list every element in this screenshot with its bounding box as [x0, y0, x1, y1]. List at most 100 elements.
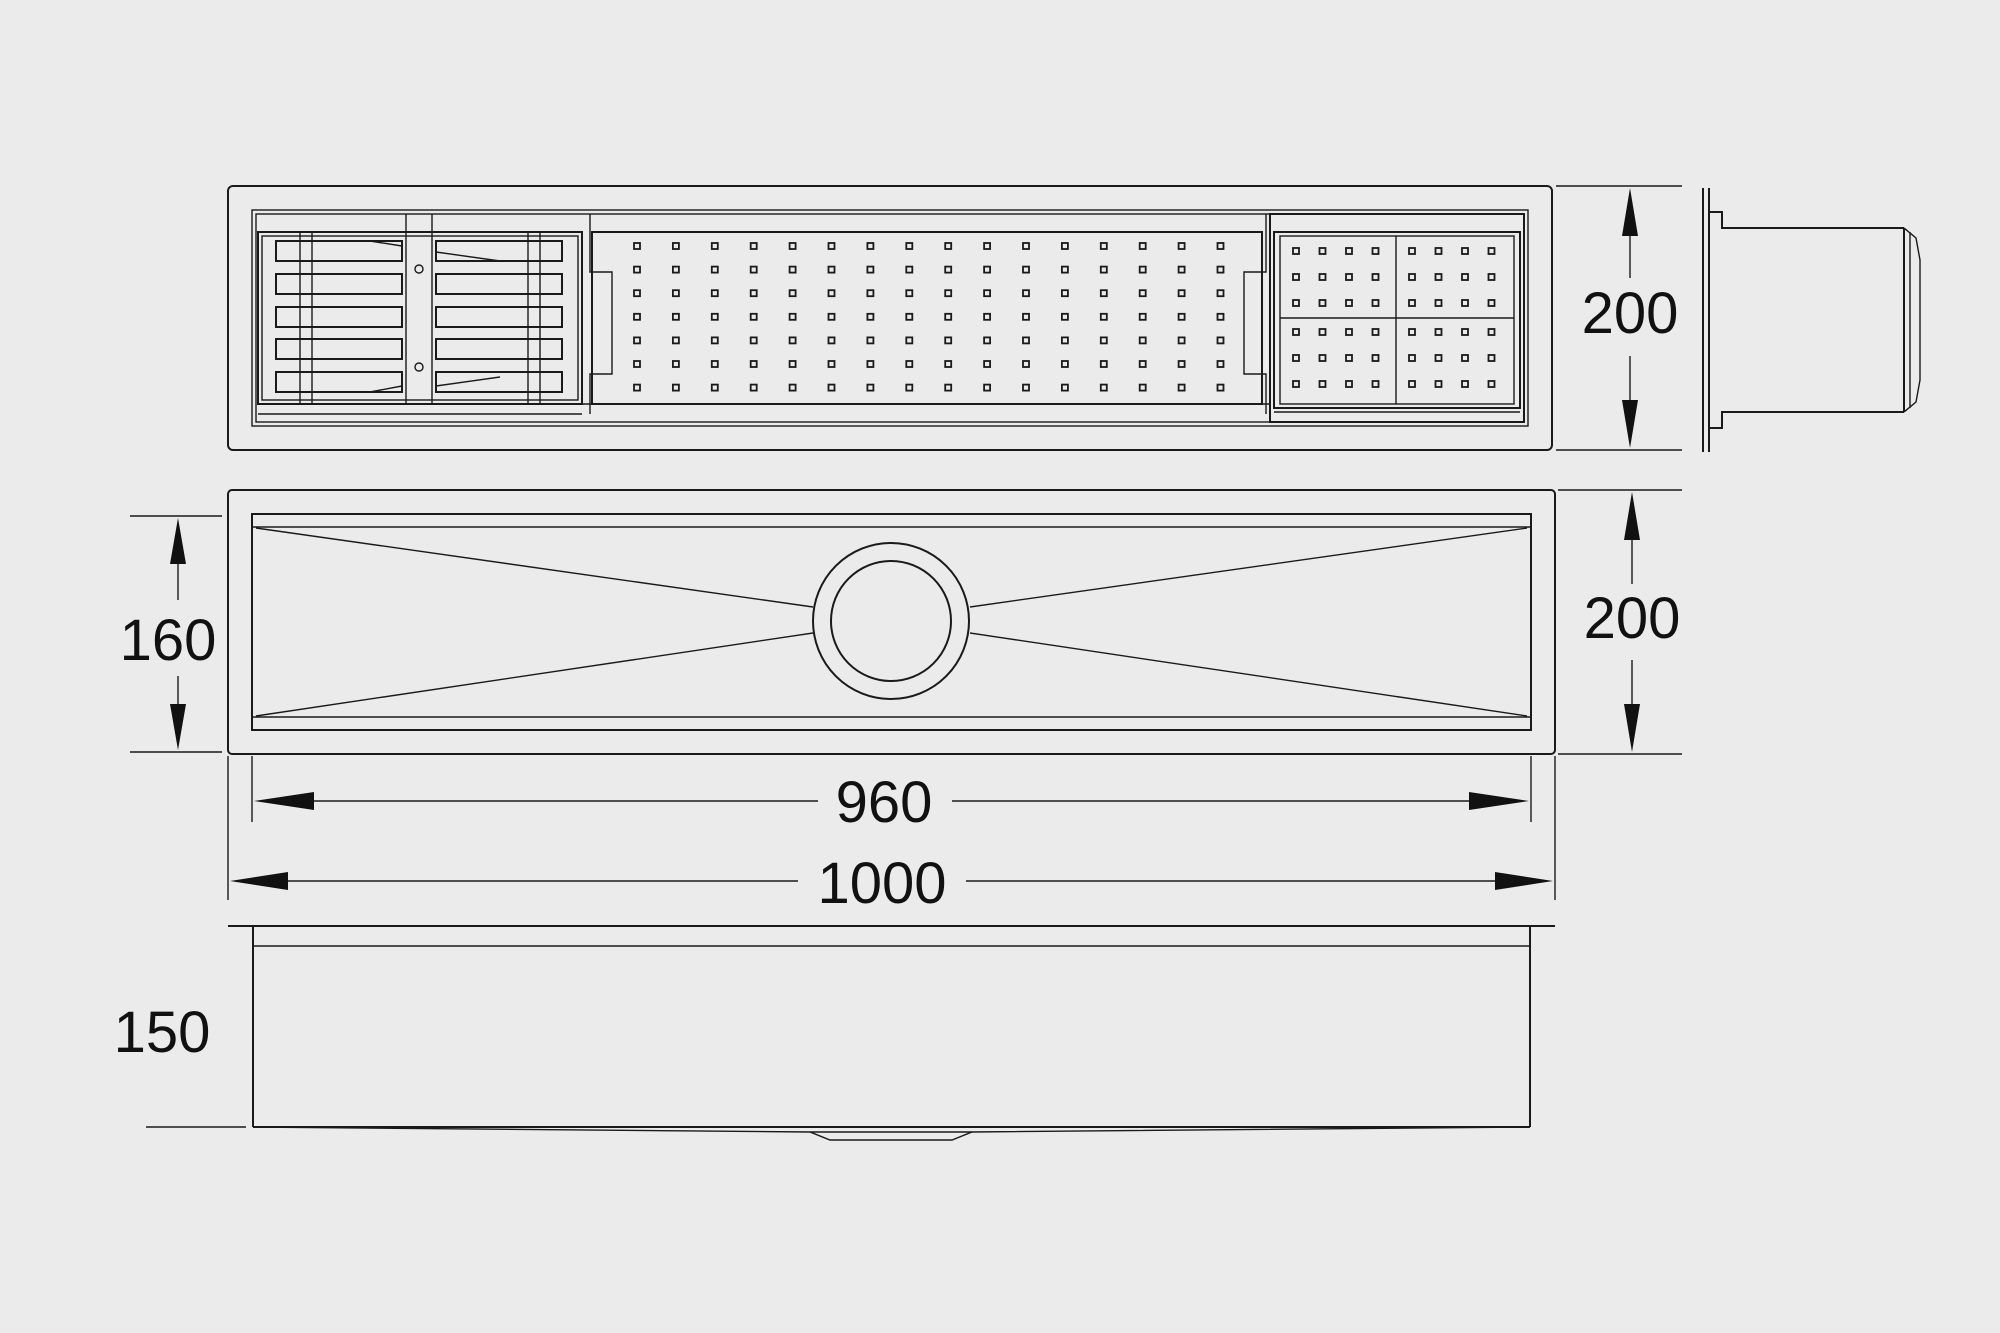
perforation-hole: [1061, 265, 1069, 274]
dimension-top-height: 200: [1556, 185, 1682, 451]
perforation-hole: [633, 336, 641, 345]
perforation-hole: [672, 360, 680, 368]
front-view: 160 200 960: [120, 489, 1682, 916]
perforation-hole: [788, 383, 797, 392]
perforation-hole: [944, 312, 953, 321]
perforation-hole: [672, 289, 680, 298]
perforation-hole: [1461, 354, 1469, 362]
dimension-inner-width: 960: [251, 756, 1532, 835]
perforation-hole: [1487, 354, 1496, 362]
perforation-hole: [1371, 380, 1380, 388]
perforation-hole: [1177, 265, 1186, 274]
perforation-hole: [1099, 289, 1108, 298]
perforation-hole: [1061, 360, 1069, 368]
perforation-hole: [1022, 289, 1030, 298]
perforation-hole: [749, 383, 758, 392]
perforation-hole: [1177, 312, 1186, 321]
top-view: 200: [227, 185, 1921, 452]
perforation-hole: [788, 360, 797, 368]
perforation-hole: [710, 360, 719, 368]
perforation-hole: [1408, 328, 1416, 336]
perforation-hole: [788, 336, 797, 345]
perforation-hole: [944, 242, 953, 250]
perforation-hole: [1461, 299, 1469, 307]
perforation-hole: [749, 336, 758, 345]
perforation-hole: [983, 383, 991, 392]
perforation-hole: [1022, 336, 1030, 345]
grate-slot: [435, 273, 563, 295]
perforation-hole: [1318, 299, 1327, 307]
perforation-hole: [1461, 273, 1469, 281]
grate-slot: [435, 240, 563, 262]
perforation-hole: [1292, 380, 1300, 388]
grate-slot: [435, 338, 563, 360]
perforation-hole: [1371, 328, 1380, 336]
perforation-hole: [827, 312, 836, 321]
perforation-hole: [1408, 354, 1416, 362]
perforation-hole: [672, 242, 680, 250]
perforation-hole: [1461, 380, 1469, 388]
perforation-hole: [1408, 380, 1416, 388]
perforation-hole: [1177, 360, 1186, 368]
perforation-hole: [905, 242, 914, 250]
left-slotted-grate: [257, 214, 583, 415]
perforation-hole: [1061, 312, 1069, 321]
drain-outlet-hole: [830, 560, 952, 682]
perforation-hole: [983, 242, 991, 250]
perforation-hole: [1371, 247, 1380, 255]
perforation-hole: [672, 383, 680, 392]
grate-slot: [275, 306, 403, 328]
perforation-hole: [749, 360, 758, 368]
perforation-hole: [1487, 273, 1496, 281]
perforation-hole: [983, 312, 991, 321]
perforation-hole: [1434, 299, 1443, 307]
perforation-hole: [1434, 380, 1443, 388]
perforation-hole: [1061, 289, 1069, 298]
perforation-hole: [1022, 360, 1030, 368]
perforation-hole: [905, 265, 914, 274]
perforation-hole: [633, 383, 641, 392]
perforation-hole: [827, 383, 836, 392]
perforation-hole: [1177, 336, 1186, 345]
side-view: 150: [114, 925, 1555, 1141]
dimension-total-width: 1000: [227, 756, 1556, 916]
perforation-hole: [1022, 265, 1030, 274]
perforation-hole: [1487, 380, 1496, 388]
perforation-hole: [944, 336, 953, 345]
outlet-pipe: [1702, 188, 1921, 452]
perforation-hole: [1371, 354, 1380, 362]
perforation-hole: [905, 336, 914, 345]
perforation-hole: [672, 265, 680, 274]
perforation-hole: [710, 336, 719, 345]
perforation-hole: [1434, 328, 1443, 336]
grate-slot: [435, 306, 563, 328]
perforation-hole: [827, 360, 836, 368]
perforation-hole: [749, 242, 758, 250]
perforation-hole: [710, 289, 719, 298]
perforation-hole: [1318, 354, 1327, 362]
perforation-hole: [944, 265, 953, 274]
perforation-hole: [1061, 242, 1069, 250]
perforation-hole: [866, 312, 875, 321]
perforation-hole: [1292, 328, 1300, 336]
perforation-hole: [1408, 273, 1416, 281]
perforation-hole: [1138, 289, 1147, 298]
perforation-hole: [866, 360, 875, 368]
perforation-hole: [749, 265, 758, 274]
grate-slot: [435, 371, 563, 393]
perforation-hole: [788, 265, 797, 274]
dimension-label-150: 150: [114, 1000, 211, 1065]
perforation-hole: [788, 289, 797, 298]
perforation-hole: [1487, 299, 1496, 307]
perforation-hole: [866, 242, 875, 250]
perforation-hole: [788, 312, 797, 321]
perforation-hole: [710, 242, 719, 250]
perforation-hole: [827, 265, 836, 274]
perforation-hole: [944, 360, 953, 368]
perforation-hole: [1138, 383, 1147, 392]
perforation-hole: [827, 289, 836, 298]
perforation-hole: [1487, 247, 1496, 255]
perforation-hole: [1371, 299, 1380, 307]
dimension-label-200-front: 200: [1584, 586, 1681, 651]
perforation-hole: [1434, 354, 1443, 362]
